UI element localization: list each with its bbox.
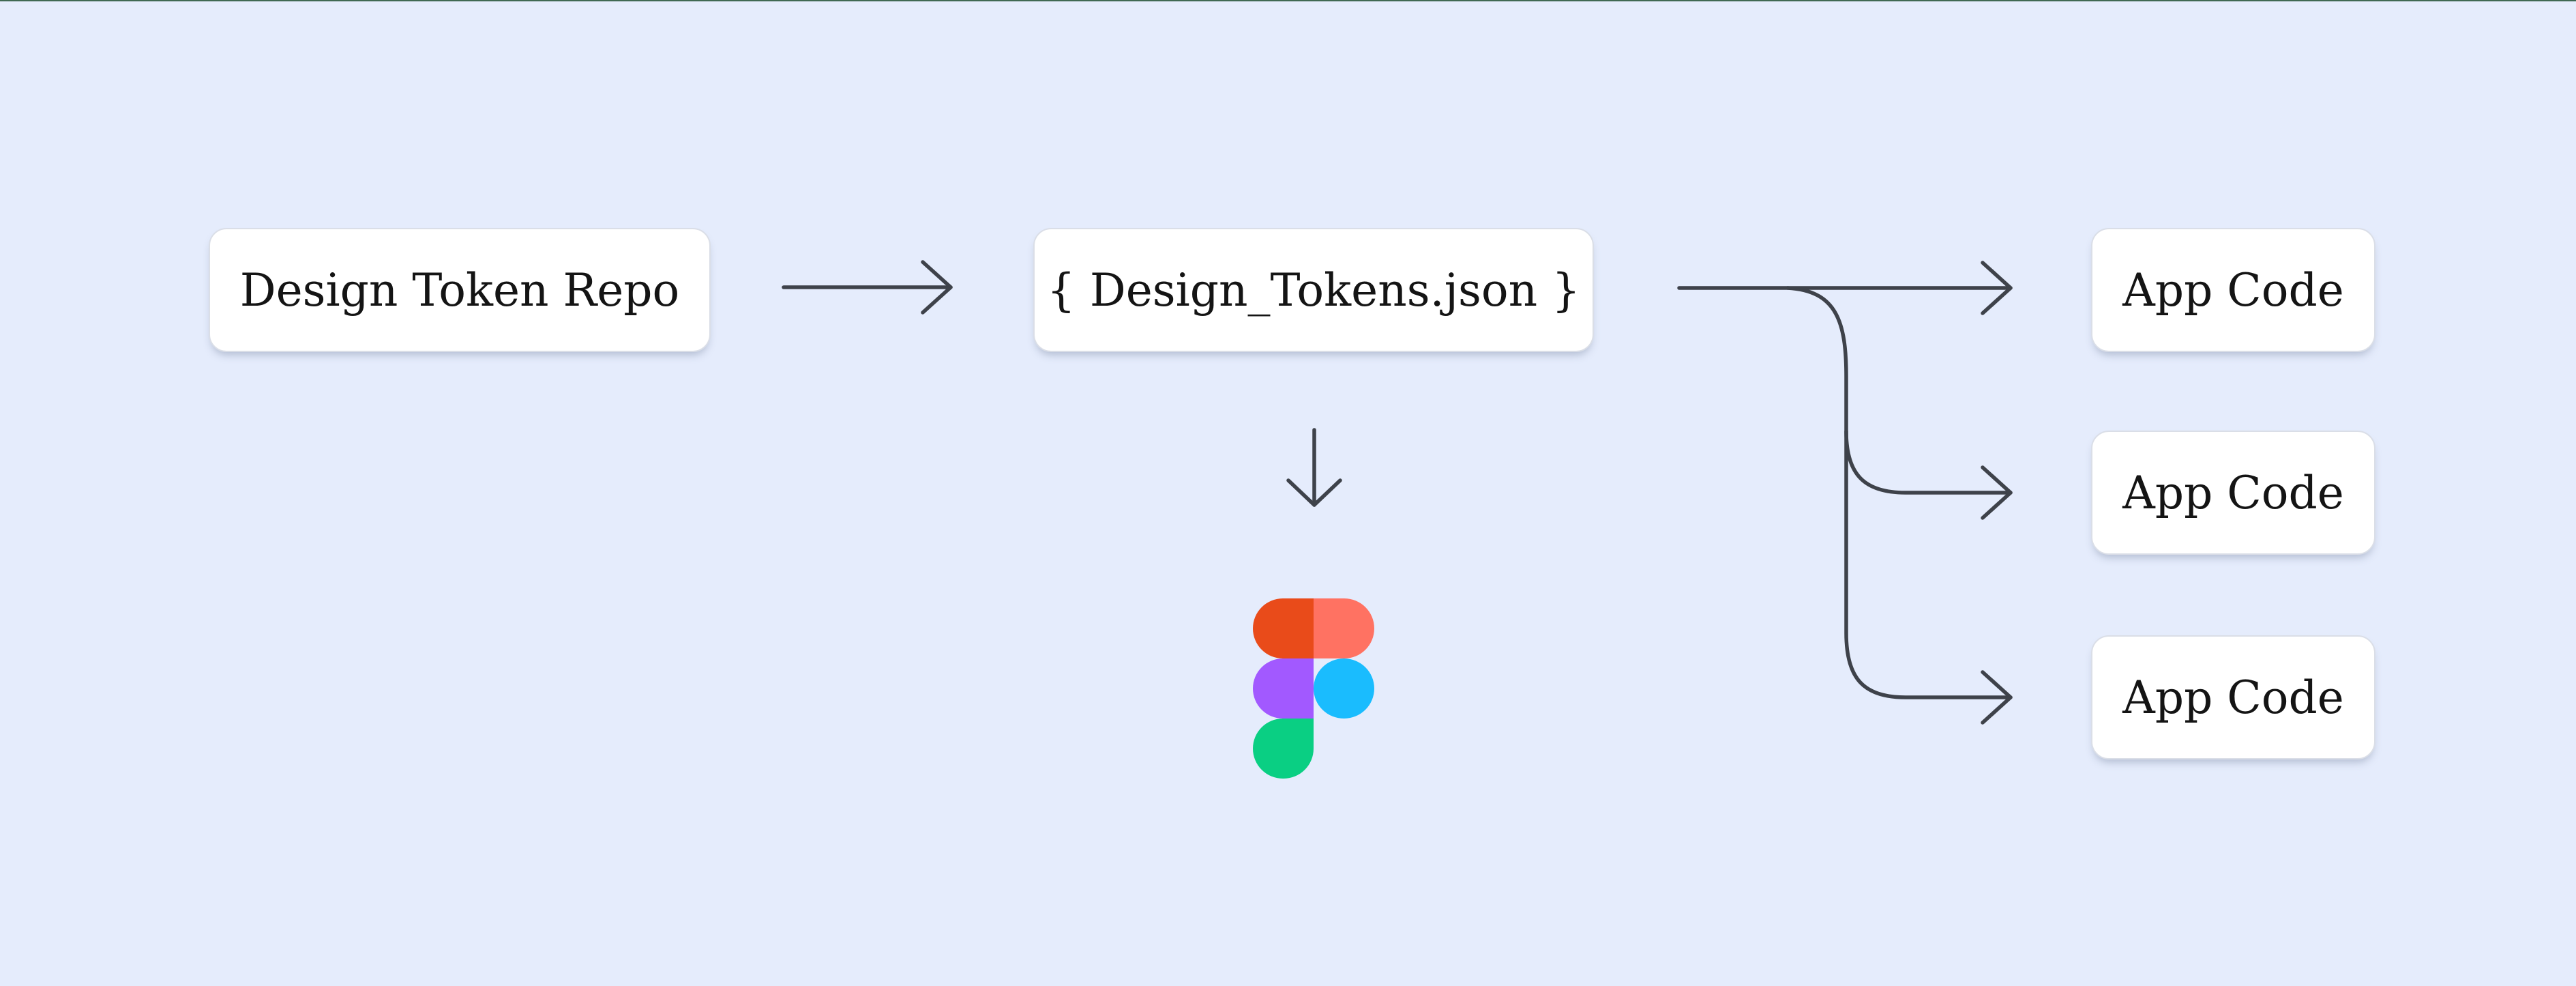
node-design-token-repo: Design Token Repo: [209, 228, 711, 352]
arrow-to-app-code-3-head: [1981, 670, 2013, 725]
arrow-to-app-code-2-line: [1844, 429, 2013, 495]
node-design-tokens-json: { Design_Tokens.json }: [1033, 228, 1594, 352]
figma-logo-green-shape: [1253, 719, 1314, 779]
figma-logo-blue-shape: [1314, 658, 1374, 719]
arrow-to-app-code-3-line: [1786, 286, 2013, 699]
node-app-code-1-label: App Code: [2122, 263, 2344, 317]
node-app-code-2-label: App Code: [2122, 466, 2344, 519]
node-design-tokens-json-label: { Design_Tokens.json }: [1046, 263, 1581, 317]
node-app-code-2: App Code: [2091, 431, 2375, 555]
figma-logo-red-shape: [1253, 598, 1314, 658]
node-app-code-1: App Code: [2091, 228, 2375, 352]
arrow-tokens-to-figma-head: [1286, 478, 1342, 507]
window-top-edge-strip: [0, 0, 2576, 1]
figma-logo-salmon-shape: [1314, 598, 1374, 658]
figma-logo-purple-shape: [1253, 658, 1314, 719]
figma-logo-icon: [1253, 598, 1374, 779]
arrow-to-app-code-2-head: [1981, 465, 2013, 520]
node-app-code-3: App Code: [2091, 635, 2375, 759]
arrow-to-app-code-1-head: [1981, 261, 2013, 315]
arrow-repo-to-tokens-head: [921, 260, 953, 315]
node-app-code-3-label: App Code: [2122, 671, 2344, 724]
node-design-token-repo-label: Design Token Repo: [239, 263, 680, 317]
